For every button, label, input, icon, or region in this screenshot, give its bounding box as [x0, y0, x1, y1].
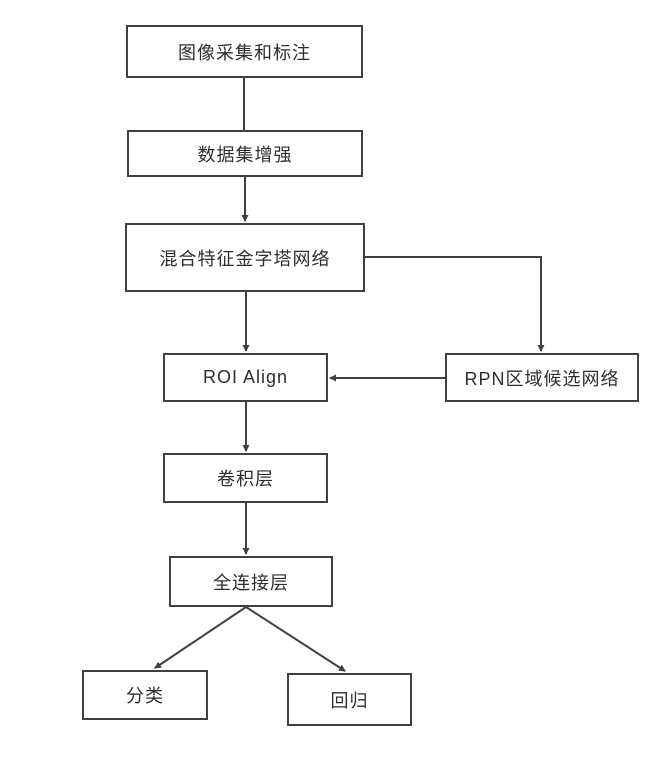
edge-fc-to-regression — [245, 606, 346, 672]
edge-fc-to-classification — [154, 606, 247, 669]
node-regression: 回归 — [287, 673, 412, 726]
node-image-collection: 图像采集和标注 — [126, 25, 363, 78]
node-hybrid-fpn: 混合特征金字塔网络 — [125, 223, 365, 292]
node-conv-layer: 卷积层 — [163, 453, 328, 503]
node-roi-align: ROI Align — [163, 353, 328, 402]
node-dataset-augmentation: 数据集增强 — [127, 130, 363, 177]
node-classification: 分类 — [82, 670, 208, 720]
node-rpn: RPN区域候选网络 — [445, 353, 639, 402]
edge-fpn-to-rpn — [365, 256, 545, 352]
node-fc-layer: 全连接层 — [169, 556, 333, 607]
